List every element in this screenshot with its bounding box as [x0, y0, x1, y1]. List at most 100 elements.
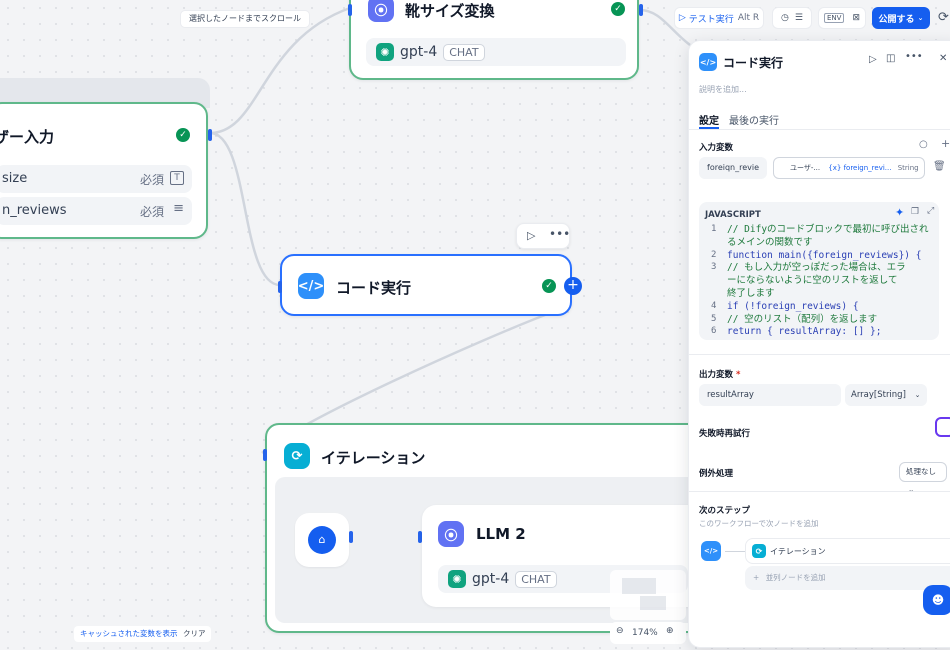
var-name: size	[2, 171, 28, 186]
description-input[interactable]: 説明を追加...	[699, 85, 747, 94]
next-node-name: イテレーション	[770, 547, 826, 556]
history-icon: ◷	[781, 13, 789, 23]
zoom-out-icon[interactable]: ⊖	[616, 626, 624, 636]
mode-badge: CHAT	[515, 570, 557, 588]
user-input-node[interactable]: ザー入力 ✓ size 必須 T n_reviews 必須 ≡	[0, 102, 212, 239]
code-line: // 空のリスト（配列）を返します	[727, 313, 878, 325]
layout-icon[interactable]: ◫	[886, 53, 896, 64]
text-type-icon: T	[170, 171, 184, 185]
connector-line	[725, 551, 747, 552]
required-asterisk: *	[735, 370, 741, 380]
minimap[interactable]	[610, 570, 686, 620]
zoom-in-icon[interactable]: ⊕	[666, 626, 674, 636]
copy-icon[interactable]: ❐	[911, 207, 920, 217]
code-line: 終了します	[727, 288, 775, 299]
chevron-down-icon: ⌄	[917, 14, 924, 22]
add-parallel-label: 並列ノードを追加	[765, 573, 826, 582]
zoom-level: 174%	[632, 628, 658, 638]
add-next-node-button[interactable]: +	[564, 277, 582, 295]
output-type-label: Array[String]	[851, 390, 906, 400]
retry-label: 失敗時再試行	[699, 429, 751, 439]
output-var-name[interactable]: resultArray	[699, 384, 841, 406]
var-row: n_reviews 必須 ≡	[0, 197, 192, 225]
trash-icon[interactable]: 🗑	[933, 161, 946, 172]
code-node[interactable]: </> コード実行 ✓ +	[278, 254, 582, 316]
more-icon[interactable]: •••	[549, 227, 571, 241]
line-number: 6	[711, 326, 717, 337]
history-button[interactable]: ◷ ☰	[772, 7, 812, 29]
env-button[interactable]: ENV ⊠	[818, 7, 866, 29]
node-title: イテレーション	[321, 449, 426, 467]
settings-icon[interactable]: ⟳	[938, 10, 949, 25]
close-icon[interactable]: ✕	[939, 53, 948, 64]
clear-button[interactable]: クリア	[178, 626, 211, 642]
publish-button[interactable]: 公開する ⌄	[872, 7, 930, 29]
output-vars-label: 出力変数 *	[699, 368, 740, 380]
sync-icon[interactable]: ○	[919, 139, 928, 150]
scroll-to-node-button[interactable]: 選択したノードまでスクロール	[180, 10, 310, 28]
input-var-selector[interactable]: ユーザ-... {x} foreign_revi... String	[773, 157, 925, 179]
code-icon: </>	[699, 53, 717, 71]
success-icon: ✓	[176, 128, 190, 142]
zoom-control[interactable]: ⊖ 174% ⊕	[610, 622, 686, 644]
node-handle[interactable]	[418, 531, 422, 543]
run-icon[interactable]: ▷	[527, 229, 536, 242]
input-vars-label: 入力変数	[699, 143, 734, 153]
openai-icon: ✺	[376, 43, 394, 61]
add-parallel-node-button[interactable]: + 並列ノードを追加	[745, 566, 950, 590]
code-line: // Difyのコードブロックで最初に呼び出され	[727, 224, 929, 235]
llm-icon: ⦿	[368, 0, 394, 22]
test-run-label: テスト実行	[688, 14, 734, 25]
next-step-desc: このワークフローで次ノードを追加	[699, 519, 819, 528]
language-select[interactable]: JAVASCRIPT	[705, 210, 761, 220]
node-handle[interactable]	[208, 129, 212, 141]
chat-support-button[interactable]: ☻	[923, 585, 950, 615]
env-icon: ENV	[824, 13, 845, 23]
line-number: 1	[711, 224, 717, 234]
var-type: String	[897, 164, 919, 172]
node-title: コード実行	[336, 279, 412, 297]
tab-last-run[interactable]: 最後の実行	[729, 116, 779, 127]
node-handle[interactable]	[639, 4, 643, 16]
checklist-icon: ☰	[794, 13, 803, 23]
node-handle[interactable]	[278, 281, 282, 293]
error-handling-label: 例外処理	[699, 469, 734, 479]
tab-settings[interactable]: 設定	[699, 116, 719, 127]
expand-icon[interactable]: ⤢	[927, 206, 935, 216]
run-icon[interactable]: ▷	[869, 54, 877, 65]
play-icon: ▷	[678, 13, 686, 23]
output-var-type-select[interactable]: Array[String] ⌄	[845, 384, 927, 406]
model-name: gpt-4	[472, 571, 510, 587]
tab-divider	[689, 129, 950, 130]
vars-icon: ⊠	[852, 13, 860, 23]
ai-sparkle-icon[interactable]: ✦	[895, 206, 905, 219]
more-icon[interactable]: •••	[905, 51, 923, 62]
node-detail-panel: </> コード実行 ▷ ◫ ••• ✕ 説明を追加... 設定 最後の実行 入力…	[688, 40, 950, 648]
node-title: 靴サイズ変換	[405, 2, 495, 20]
home-icon: ⌂	[308, 526, 336, 554]
tab-underline	[699, 127, 719, 129]
add-icon[interactable]: +	[941, 137, 950, 150]
panel-title: コード実行	[723, 56, 784, 70]
success-icon: ✓	[542, 279, 556, 293]
next-node-card[interactable]: ⟳ イテレーション	[745, 538, 950, 564]
input-var-name[interactable]: foreiqn_revie	[699, 157, 767, 179]
node-handle[interactable]	[348, 4, 352, 16]
cached-vars-button[interactable]: キャッシュされた変数を表示	[74, 626, 184, 642]
node-handle[interactable]	[263, 449, 267, 461]
code-line: if (!foreign_reviews) {	[727, 300, 859, 312]
retry-toggle[interactable]	[935, 417, 950, 437]
next-step-label: 次のステップ	[699, 506, 751, 516]
shoe-size-node[interactable]: ⦿ 靴サイズ変換 ✓ ✺ gpt-4 CHAT	[348, 0, 643, 80]
publish-label: 公開する	[878, 14, 915, 25]
chevron-down-icon: ⌄	[914, 391, 921, 399]
var-row: size 必須 T	[0, 165, 192, 193]
code-editor[interactable]: JAVASCRIPT ✦ ❐ ⤢ 1 // Difyのコードブロックで最初に呼び出…	[699, 202, 939, 340]
node-handle[interactable]	[349, 531, 353, 543]
line-number: 3	[711, 262, 717, 273]
test-run-button[interactable]: ▷ テスト実行 Alt R	[674, 7, 764, 29]
node-title: ザー入力	[0, 128, 55, 146]
code-line: ーにならないように空のリストを返して	[727, 275, 898, 287]
success-icon: ✓	[611, 2, 625, 16]
error-handling-select[interactable]: 処理なし ⌄	[899, 462, 947, 494]
